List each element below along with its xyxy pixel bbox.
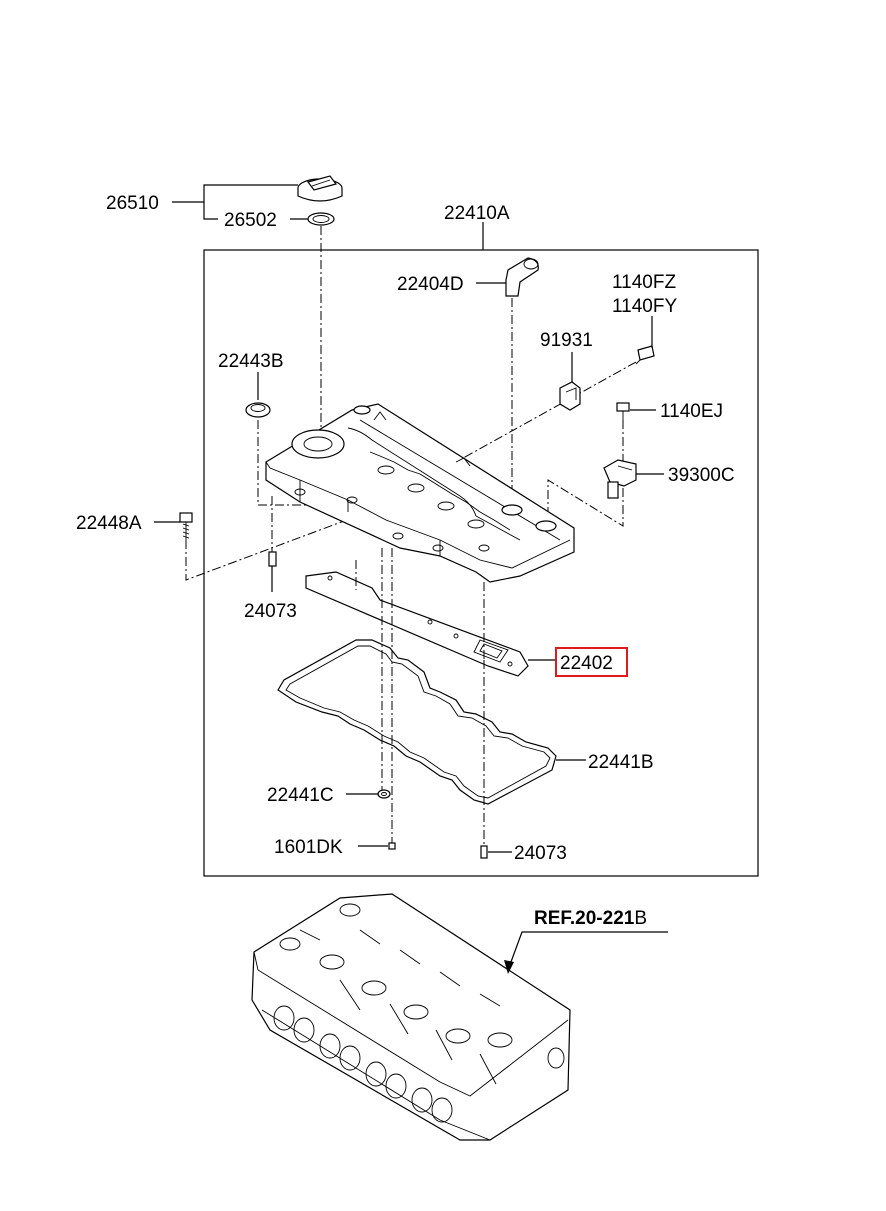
- label-22404D: 22404D: [397, 274, 464, 295]
- leader-26510: [172, 184, 298, 203]
- label-91931: 91931: [540, 330, 593, 351]
- label-ref: REF.20-221B: [534, 908, 647, 929]
- label-39300C: 39300C: [668, 465, 735, 486]
- dash-1140FZ: [455, 361, 637, 463]
- label-22441B: 22441B: [588, 752, 654, 773]
- assembly-frame: [203, 249, 759, 877]
- part-1601DK[interactable]: [388, 842, 396, 850]
- label-1140FZ: 1140FZ: [612, 272, 676, 293]
- dowel-pin-bottom[interactable]: [480, 845, 488, 859]
- dash-22443B: [257, 420, 310, 506]
- label-22443B: 22443B: [218, 351, 284, 372]
- cover-gasket[interactable]: [277, 639, 557, 805]
- bolt-22448A[interactable]: [179, 512, 193, 540]
- bolt-1140EJ[interactable]: [616, 402, 630, 420]
- leader-26502: [203, 202, 218, 220]
- label-1601DK: 1601DK: [274, 837, 343, 858]
- bracket-91931[interactable]: [559, 381, 581, 411]
- label-24073-bottom: 24073: [514, 843, 567, 864]
- dowel-pin-top[interactable]: [268, 551, 277, 567]
- oil-filler-cap[interactable]: [297, 175, 343, 202]
- label-1140FY: 1140FY: [612, 296, 677, 317]
- cylinder-head-ref: [251, 893, 571, 1141]
- baffle-plate[interactable]: [305, 571, 529, 677]
- grommet-22441C[interactable]: [377, 789, 391, 799]
- label-22410A: 22410A: [444, 203, 510, 224]
- highlight-box-22402: [555, 647, 628, 677]
- ref-arrow: [504, 960, 514, 974]
- cylinder-head-cover[interactable]: [265, 403, 575, 583]
- label-ref-bold: REF.20-221: [534, 908, 635, 929]
- label-22448A: 22448A: [76, 513, 142, 534]
- camshaft-position-sensor[interactable]: [603, 459, 637, 499]
- label-ref-suffix: B: [634, 908, 647, 929]
- label-26502: 26502: [224, 210, 277, 231]
- label-26510: 26510: [106, 193, 159, 214]
- leader-ref: [507, 931, 668, 971]
- pcv-fitting[interactable]: [505, 257, 539, 297]
- bolt-1140FZ[interactable]: [635, 345, 655, 365]
- spark-plug-seal[interactable]: [245, 402, 271, 418]
- label-22402[interactable]: 22402: [560, 653, 613, 674]
- label-1140EJ: 1140EJ: [660, 401, 723, 422]
- dash-22448A: [185, 517, 353, 581]
- label-24073-top: 24073: [244, 601, 297, 622]
- filler-cap-gasket[interactable]: [307, 212, 335, 226]
- label-22441C: 22441C: [267, 785, 334, 806]
